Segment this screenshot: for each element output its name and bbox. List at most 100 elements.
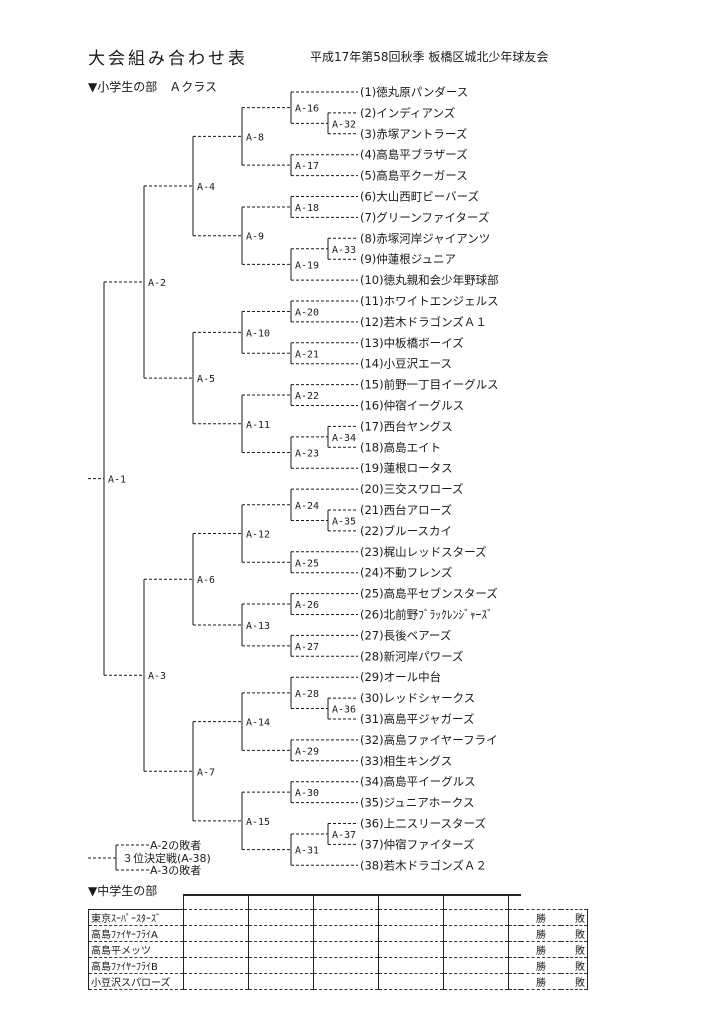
team-entry: (32)高島ファイヤーフライ bbox=[360, 733, 498, 747]
match-label: A-18 bbox=[295, 203, 319, 214]
match-label: A-5 bbox=[197, 374, 215, 385]
team-entry: (22)ブルースカイ bbox=[360, 524, 452, 538]
match-label: A-19 bbox=[295, 260, 319, 271]
match-label: A-31 bbox=[295, 846, 319, 857]
match-label: A-11 bbox=[246, 420, 270, 431]
bracket-lines bbox=[88, 91, 358, 866]
loss-label: 敗 bbox=[561, 973, 588, 990]
loss-label: 敗 bbox=[561, 909, 588, 926]
third-place-loser-a3: A-3の敗者 bbox=[150, 863, 201, 877]
team-entry: (31)高島平ジャガーズ bbox=[360, 712, 474, 726]
table-row: 高島平メッツ 勝 敗 bbox=[88, 941, 588, 958]
match-label: A-16 bbox=[295, 104, 319, 115]
match-label: A-22 bbox=[295, 391, 319, 402]
team-entry: (7)グリーンファイターズ bbox=[360, 210, 489, 224]
team-entry: (29)オール中台 bbox=[360, 670, 441, 684]
table-row: 高島ﾌｧｲﾔｰﾌﾗｲB 勝 敗 bbox=[88, 957, 588, 974]
match-label: A-29 bbox=[295, 746, 319, 757]
team-entry: (27)長後ベアーズ bbox=[360, 628, 451, 642]
match-label: A-9 bbox=[246, 232, 264, 243]
page-title: 大会組み合わせ表 bbox=[88, 49, 248, 69]
section-elementary: ▼小学生の部 Ａクラス bbox=[88, 80, 217, 94]
loss-label: 敗 bbox=[561, 925, 588, 942]
bracket-labels: (1)徳丸原パンダース(2)インディアンズ(3)赤塚アントラーズ(4)高島平ブラ… bbox=[108, 85, 499, 872]
team-entry: (13)中板橋ボーイズ bbox=[360, 336, 464, 350]
team-entry: (8)赤塚河岸ジャイアンツ bbox=[360, 231, 490, 245]
third-place-loser-a2: A-2の敗者 bbox=[150, 838, 201, 852]
team-entry: (14)小豆沢エース bbox=[360, 357, 452, 371]
team-entry: (9)仲蓮根ジュニア bbox=[360, 252, 456, 266]
match-label: A-23 bbox=[295, 449, 319, 460]
team-entry: (24)不動フレンズ bbox=[360, 566, 452, 580]
team-entry: (10)徳丸親和会少年野球部 bbox=[360, 273, 499, 287]
win-label: 勝 bbox=[521, 973, 561, 990]
league-header-row bbox=[88, 894, 588, 910]
league-team-name: 小豆沢スパローズ bbox=[88, 973, 184, 990]
match-label: A-7 bbox=[197, 767, 215, 778]
win-label: 勝 bbox=[521, 925, 561, 942]
match-label: A-13 bbox=[246, 621, 270, 632]
match-label: A-1 bbox=[108, 475, 126, 486]
match-label: A-33 bbox=[332, 245, 356, 256]
match-label: A-20 bbox=[295, 307, 319, 318]
team-entry: (33)相生キングス bbox=[360, 754, 452, 768]
team-entry: (19)蓮根ロータス bbox=[360, 461, 453, 475]
match-label: A-32 bbox=[332, 119, 356, 130]
match-label: A-8 bbox=[246, 132, 264, 143]
match-label: A-34 bbox=[332, 433, 356, 444]
team-entry: (25)高島平セブンスターズ bbox=[360, 587, 498, 601]
team-entry: (1)徳丸原パンダース bbox=[360, 85, 468, 99]
team-entry: (2)インディアンズ bbox=[360, 106, 455, 120]
team-entry: (37)仲宿ファイターズ bbox=[360, 837, 475, 851]
win-label: 勝 bbox=[521, 941, 561, 958]
team-entry: (15)前野一丁目イーグルス bbox=[360, 378, 499, 392]
match-label: A-4 bbox=[197, 182, 215, 193]
match-label: A-21 bbox=[295, 349, 319, 360]
team-entry: (26)北前野ﾌﾞﾗｯｸﾚﾝｼﾞｬｰｽﾞ bbox=[360, 608, 493, 622]
match-label: A-24 bbox=[295, 501, 319, 512]
match-label: A-6 bbox=[197, 575, 215, 586]
team-entry: (23)梶山レッドスターズ bbox=[360, 545, 487, 559]
loss-label: 敗 bbox=[561, 957, 588, 974]
team-entry: (28)新河岸パワーズ bbox=[360, 649, 464, 663]
match-label: A-27 bbox=[295, 642, 319, 653]
match-label: A-2 bbox=[148, 278, 166, 289]
match-label: A-36 bbox=[332, 705, 356, 716]
team-entry: (35)ジュニアホークス bbox=[360, 796, 474, 810]
league-team-name: 高島ﾌｧｲﾔｰﾌﾗｲA bbox=[88, 925, 184, 942]
win-label: 勝 bbox=[521, 909, 561, 926]
match-label: A-12 bbox=[246, 530, 270, 541]
match-label: A-15 bbox=[246, 817, 270, 828]
tournament-subtitle: 平成17年第58回秋季 板橋区城北少年球友会 bbox=[310, 50, 549, 64]
table-row: 高島ﾌｧｲﾔｰﾌﾗｲA 勝 敗 bbox=[88, 925, 588, 942]
league-team-name: 高島平メッツ bbox=[88, 941, 184, 958]
match-label: A-14 bbox=[246, 718, 270, 729]
third-place-playoff: A-2の敗者 ３位決定戦(A-38) A-3の敗者 bbox=[88, 838, 211, 877]
team-entry: (5)高島平クーガース bbox=[360, 169, 468, 183]
team-entry: (20)三交スワローズ bbox=[360, 482, 464, 496]
team-entry: (34)高島平イーグルス bbox=[360, 775, 476, 789]
table-row: 東京ｽｰﾊﾟｰｽﾀｰｽﾞ 勝 敗 bbox=[88, 909, 588, 926]
match-label: A-30 bbox=[295, 788, 319, 799]
team-entry: (18)高島エイト bbox=[360, 440, 441, 454]
league-team-name: 東京ｽｰﾊﾟｰｽﾀｰｽﾞ bbox=[88, 909, 184, 926]
league-team-name: 高島ﾌｧｲﾔｰﾌﾗｲB bbox=[88, 957, 184, 974]
match-label: A-25 bbox=[295, 558, 319, 569]
team-entry: (17)西台ヤングス bbox=[360, 419, 453, 433]
team-entry: (36)上二スリースターズ bbox=[360, 817, 486, 831]
team-entry: (6)大山西町ビーバーズ bbox=[360, 190, 479, 204]
table-row: 小豆沢スパローズ 勝 敗 bbox=[88, 973, 588, 990]
team-entry: (30)レッドシャークス bbox=[360, 691, 475, 705]
loss-label: 敗 bbox=[561, 941, 588, 958]
match-label: A-28 bbox=[295, 689, 319, 700]
team-entry: (11)ホワイトエンジェルス bbox=[360, 294, 499, 308]
middle-school-league-table: 東京ｽｰﾊﾟｰｽﾀｰｽﾞ 勝 敗 高島ﾌｧｲﾔｰﾌﾗｲA 勝 敗 高島平メッツ … bbox=[88, 894, 588, 990]
match-label: A-17 bbox=[295, 161, 319, 172]
team-entry: (12)若木ドラゴンズＡ１ bbox=[360, 315, 487, 329]
match-label: A-35 bbox=[332, 516, 356, 527]
section-middle-school: ▼中学生の部 bbox=[88, 884, 158, 898]
team-entry: (16)仲宿イーグルス bbox=[360, 399, 464, 413]
third-place-label: ３位決定戦(A-38) bbox=[122, 851, 211, 865]
match-label: A-37 bbox=[332, 830, 356, 841]
